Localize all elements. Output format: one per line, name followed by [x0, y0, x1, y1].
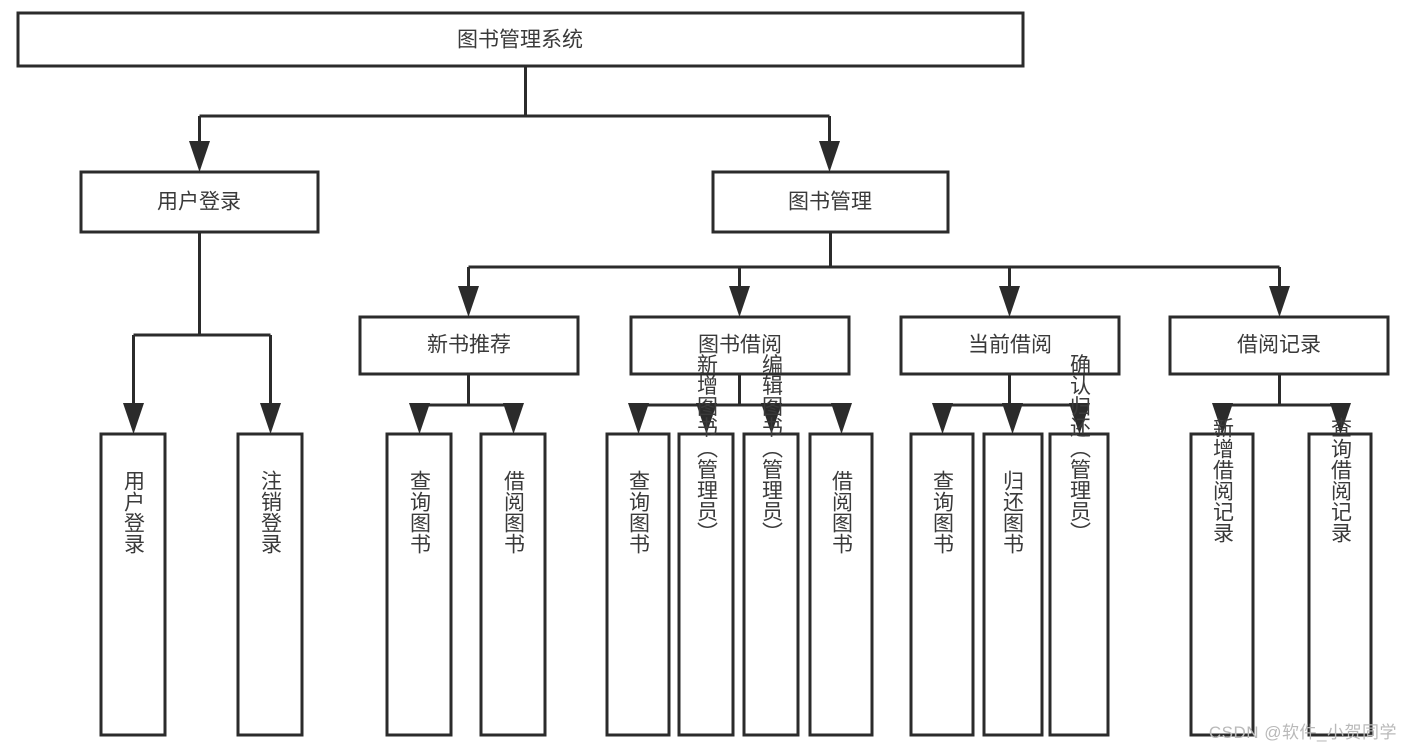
node-leaf-return-book-box[interactable]: [982, 432, 1044, 737]
node-leaf-add-book[interactable]: 新增图书（管理员）: [677, 354, 735, 737]
node-leaf-query-book-1-box[interactable]: [385, 432, 453, 737]
arrowhead-user-login: [189, 141, 210, 172]
node-leaf-query-record-box[interactable]: [1307, 432, 1373, 737]
node-leaf-query-record[interactable]: 查询借阅记录: [1307, 417, 1373, 737]
node-book-mgmt-label: 图书管理: [788, 191, 872, 214]
node-leaf-return-book-label: 归还图书: [1001, 470, 1025, 554]
node-leaf-user-login-box[interactable]: [99, 432, 167, 737]
node-leaf-query-book-2-label: 查询图书: [627, 470, 651, 554]
node-leaf-query-book-2-box[interactable]: [605, 432, 671, 737]
node-leaf-user-login-label: 用户登录: [122, 470, 146, 554]
arrowhead-leaf-query-book-1: [409, 403, 430, 434]
node-leaf-add-record-label: 新增借阅记录: [1211, 417, 1235, 543]
node-book-borrow-box[interactable]: [629, 315, 851, 376]
arrowhead-book-mgmt: [819, 141, 840, 172]
node-current-borrow[interactable]: 当前借阅: [899, 315, 1121, 376]
arrowhead-leaf-add-record: [1212, 403, 1233, 434]
node-leaf-add-book-label: 新增图书（管理员）: [695, 354, 719, 543]
node-leaf-add-record-box[interactable]: [1189, 432, 1255, 737]
node-book-mgmt-box[interactable]: [711, 170, 950, 234]
node-root-box[interactable]: [16, 11, 1025, 68]
node-leaf-edit-book[interactable]: 编辑图书（管理员）: [742, 354, 800, 737]
node-leaf-query-book-3[interactable]: 查询图书: [909, 432, 975, 737]
node-leaf-query-book-3-box[interactable]: [909, 432, 975, 737]
node-leaf-add-book-box[interactable]: [677, 432, 735, 737]
node-leaf-borrow-book-2-label: 借阅图书: [830, 470, 854, 554]
node-leaf-user-logout[interactable]: 注销登录: [236, 432, 304, 737]
arrowhead-leaf-query-book-2: [628, 403, 649, 434]
node-user-login[interactable]: 用户登录: [79, 170, 320, 234]
node-leaf-borrow-book-1[interactable]: 借阅图书: [479, 432, 547, 737]
node-leaf-borrow-book-1-label: 借阅图书: [502, 470, 526, 554]
node-leaf-confirm-return[interactable]: 确认归还（管理员）: [1048, 354, 1110, 737]
node-user-login-label: 用户登录: [157, 191, 241, 214]
node-borrow-record-label: 借阅记录: [1237, 334, 1321, 357]
arrowhead-leaf-return-book: [1002, 403, 1023, 434]
node-leaf-confirm-return-box[interactable]: [1048, 432, 1110, 737]
node-leaf-user-login[interactable]: 用户登录: [99, 432, 167, 737]
edge-group: [123, 66, 1351, 434]
node-book-borrow-label: 图书借阅: [698, 334, 782, 357]
node-leaf-edit-book-box[interactable]: [742, 432, 800, 737]
node-group: 图书管理系统 用户登录 图书管理 新书推荐 图书借阅 当前借阅: [16, 11, 1390, 737]
node-leaf-add-record[interactable]: 新增借阅记录: [1189, 417, 1255, 737]
node-leaf-borrow-book-2-box[interactable]: [808, 432, 874, 737]
arrowhead-leaf-query-record: [1330, 403, 1351, 434]
node-leaf-borrow-book-2[interactable]: 借阅图书: [808, 432, 874, 737]
arrowhead-leaf-borrow-book-1: [503, 403, 524, 434]
node-root-label: 图书管理系统: [457, 29, 583, 52]
node-leaf-user-logout-box[interactable]: [236, 432, 304, 737]
node-leaf-edit-book-label: 编辑图书（管理员）: [760, 354, 784, 543]
node-leaf-borrow-book-1-box[interactable]: [479, 432, 547, 737]
arrowhead-new-book-rec: [458, 286, 479, 317]
node-user-login-box[interactable]: [79, 170, 320, 234]
node-leaf-query-book-1[interactable]: 查询图书: [385, 432, 453, 737]
node-root[interactable]: 图书管理系统: [16, 11, 1025, 68]
node-current-borrow-label: 当前借阅: [968, 334, 1052, 357]
node-leaf-query-record-label: 查询借阅记录: [1329, 417, 1353, 543]
node-new-book-rec-box[interactable]: [358, 315, 580, 376]
node-leaf-confirm-return-label: 确认归还（管理员）: [1068, 354, 1092, 543]
arrowhead-current-borrow: [999, 286, 1020, 317]
arrowhead-borrow-record: [1269, 286, 1290, 317]
arrowhead-leaf-confirm-return: [1069, 403, 1090, 434]
node-new-book-rec-label: 新书推荐: [427, 334, 511, 357]
node-book-mgmt[interactable]: 图书管理: [711, 170, 950, 234]
node-new-book-rec[interactable]: 新书推荐: [358, 315, 580, 376]
node-book-borrow[interactable]: 图书借阅: [629, 315, 851, 376]
node-leaf-user-logout-label: 注销登录: [259, 470, 283, 554]
arrowhead-leaf-user-logout: [260, 403, 281, 434]
arrowhead-leaf-borrow-book-2: [831, 403, 852, 434]
arrowhead-book-borrow: [729, 286, 750, 317]
node-leaf-return-book[interactable]: 归还图书: [982, 432, 1044, 737]
node-current-borrow-box[interactable]: [899, 315, 1121, 376]
node-borrow-record-box[interactable]: [1168, 315, 1390, 376]
arrowhead-leaf-add-book: [696, 403, 717, 434]
arrowhead-leaf-user-login: [123, 403, 144, 434]
node-leaf-query-book-1-label: 查询图书: [408, 470, 432, 554]
node-leaf-query-book-3-label: 查询图书: [931, 470, 955, 554]
node-borrow-record[interactable]: 借阅记录: [1168, 315, 1390, 376]
arrowhead-leaf-query-book-3: [932, 403, 953, 434]
arrowhead-leaf-edit-book: [761, 403, 782, 434]
node-leaf-query-book-2[interactable]: 查询图书: [605, 432, 671, 737]
